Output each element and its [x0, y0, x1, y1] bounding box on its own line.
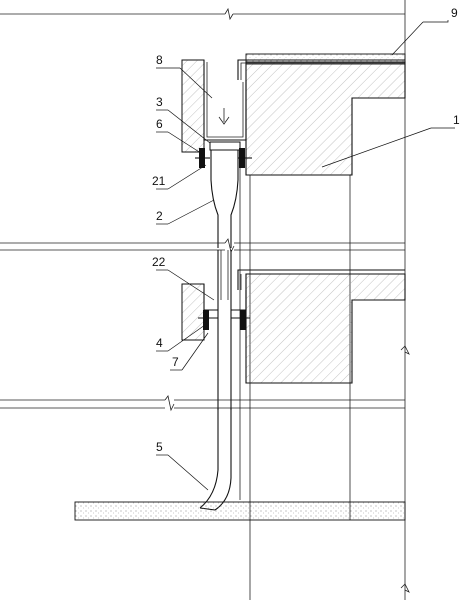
middle-break-line	[0, 238, 405, 254]
lower-gutter	[181, 283, 247, 341]
lower-outlet-fitting	[198, 310, 250, 330]
lower-floor-slab	[237, 269, 406, 384]
callout-8: 8	[156, 53, 163, 67]
top-break-line	[0, 7, 405, 21]
callout-2: 2	[156, 209, 163, 223]
callout-5: 5	[156, 440, 163, 454]
lower-break-line	[0, 395, 405, 412]
leader-lines	[156, 20, 455, 491]
callout-labels: 9 8 1 3 6 21 2 22 4 7 5	[152, 6, 460, 454]
bottom-downpipe-bend	[199, 408, 232, 511]
callout-9: 9	[451, 6, 458, 20]
callout-22: 22	[152, 255, 166, 269]
callout-6: 6	[156, 117, 163, 131]
callout-1: 1	[453, 113, 460, 127]
callout-4: 4	[156, 336, 163, 350]
upper-floor-slab	[237, 53, 406, 176]
callout-21: 21	[152, 174, 166, 188]
ground-strip	[74, 501, 406, 521]
callout-7: 7	[172, 355, 179, 369]
lower-downpipe	[217, 250, 232, 410]
upper-outlet-fitting	[195, 141, 252, 168]
upper-gutter	[181, 59, 247, 153]
right-break-marks	[400, 345, 410, 593]
callout-3: 3	[156, 95, 163, 109]
upper-downpipe	[210, 150, 239, 248]
